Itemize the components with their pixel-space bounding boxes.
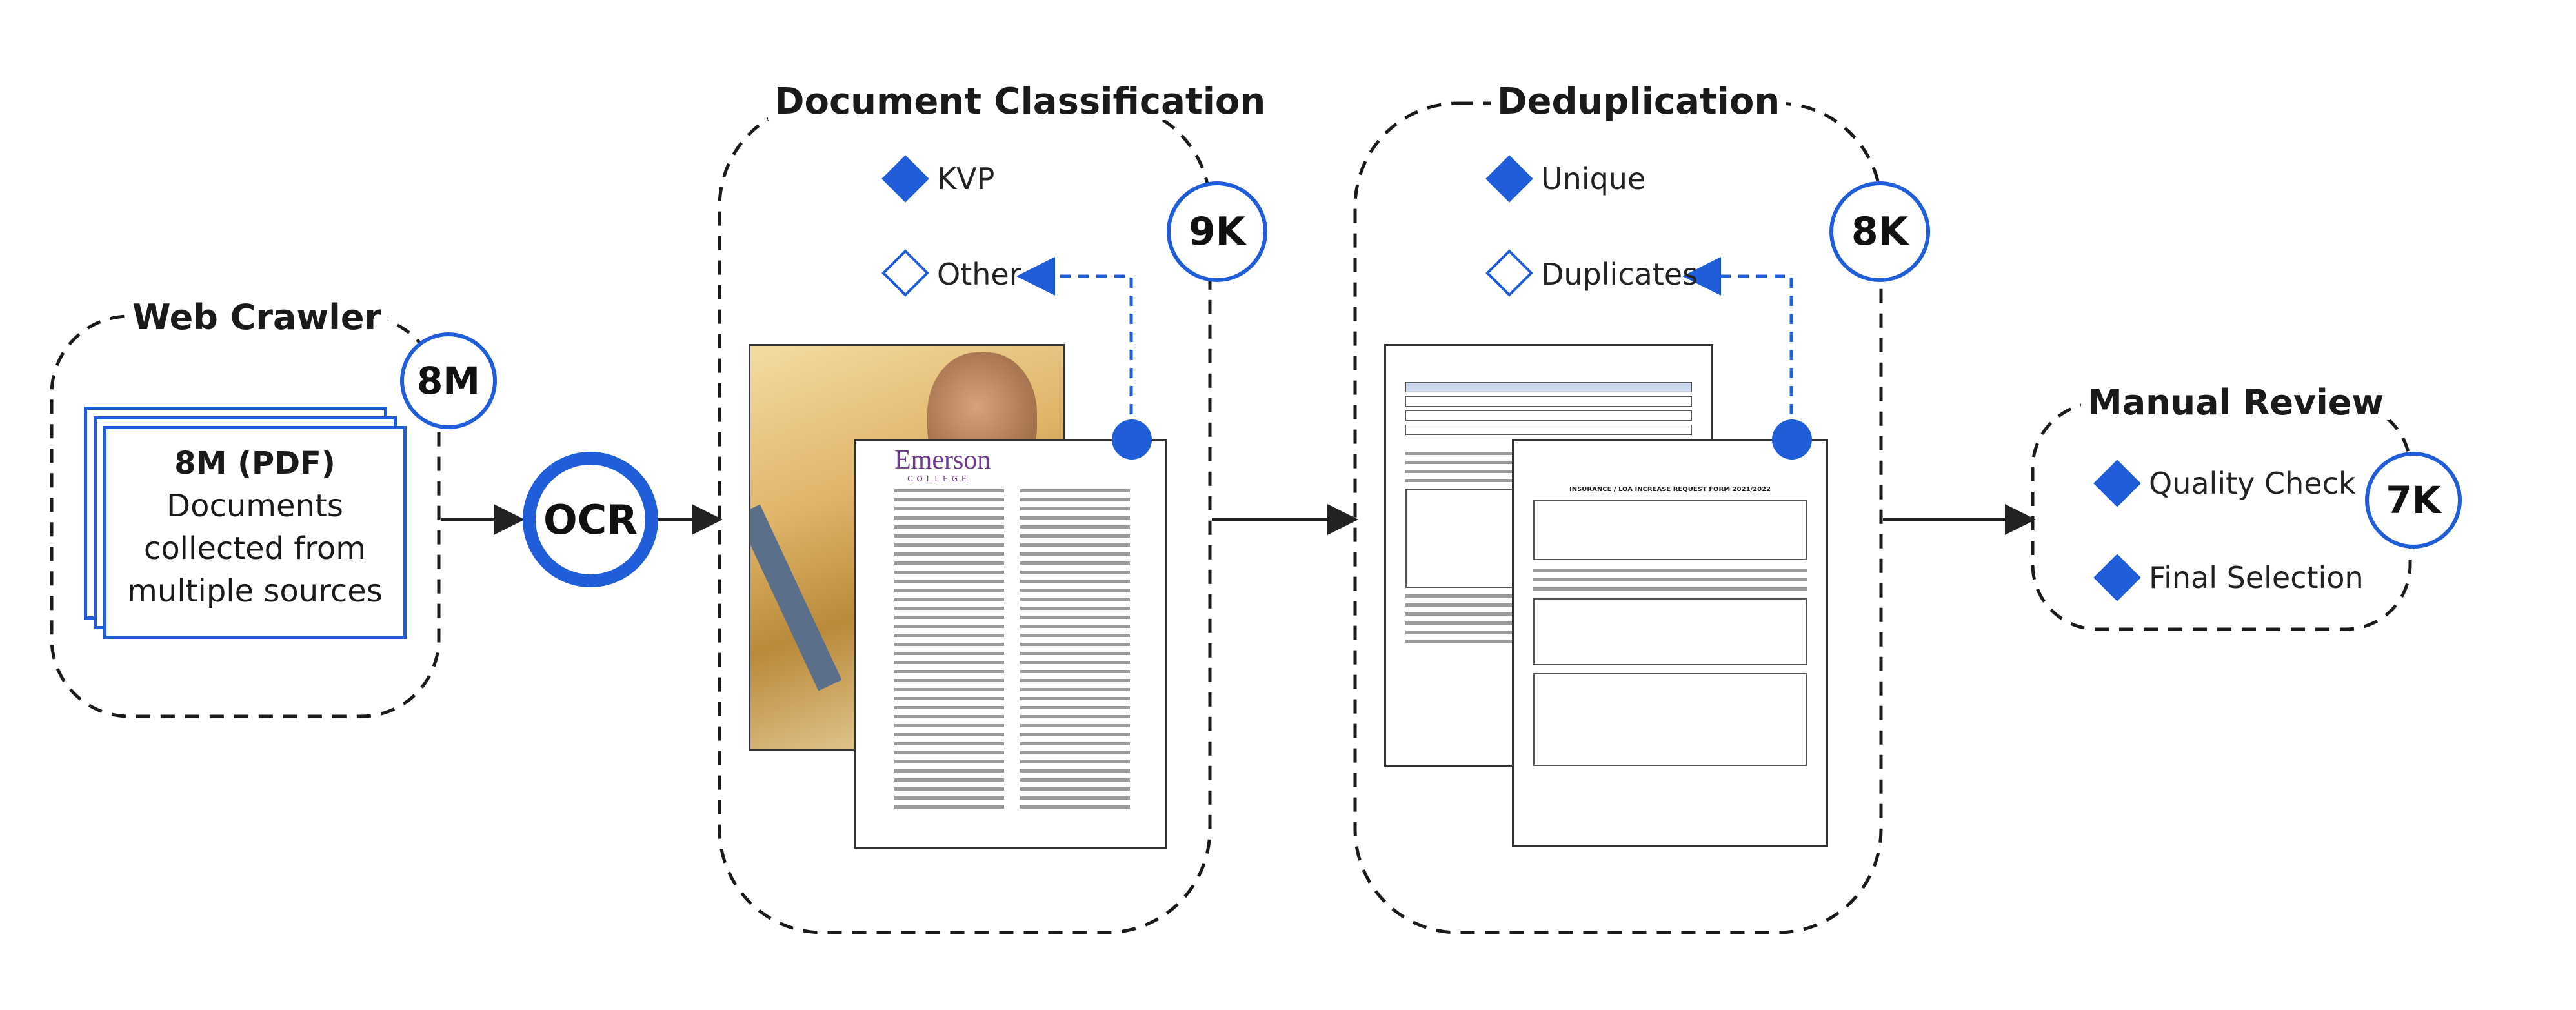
manual-review-count-badge: 7K [2365, 452, 2462, 549]
classification-title: Document Classification [768, 84, 1273, 120]
other-diamond-icon [881, 249, 929, 297]
classification-count-badge: 9K [1167, 181, 1267, 282]
form-document-front: INSURANCE / LOA INCREASE REQUEST FORM 20… [1512, 439, 1828, 847]
final-selection-label: Final Selection [2149, 560, 2364, 595]
quality-check-diamond-icon [2093, 460, 2141, 507]
crawler-count-badge: 8M [400, 332, 497, 429]
unique-diamond-icon [1485, 155, 1533, 203]
arrow-doc-to-duplicates [1682, 257, 1793, 432]
crawler-card-text: 8M (PDF) Documents collected from multip… [103, 442, 407, 612]
quality-check-label: Quality Check [2149, 466, 2356, 501]
unique-label: Unique [1541, 161, 1646, 196]
manual-review-title: Manual Review [2081, 385, 2391, 420]
duplicates-label: Duplicates [1541, 257, 1698, 292]
crawler-card-line-3: multiple sources [127, 573, 383, 609]
article-column-left [894, 489, 1004, 814]
dedup-doc-marker-dot [1772, 419, 1812, 460]
manual-review-container [2031, 401, 2412, 631]
photo-tool-shape [750, 504, 842, 691]
emerson-logo: Emerson [894, 445, 991, 475]
dedup-count-badge: 8K [1829, 181, 1930, 282]
emerson-logo-sub: COLLEGE [907, 474, 971, 483]
final-selection-diamond-icon [2093, 554, 2141, 601]
web-crawler-title: Web Crawler [126, 300, 388, 335]
web-crawler-container [50, 314, 441, 718]
crawler-card-line-2: collected from [143, 530, 367, 567]
classification-doc-marker-dot [1112, 419, 1152, 460]
other-label: Other [937, 257, 1021, 292]
crawler-card-heading: 8M (PDF) [174, 445, 336, 481]
kvp-label: KVP [937, 161, 995, 196]
crawler-card-line-1: Documents [166, 488, 343, 524]
article-column-right [1020, 489, 1130, 814]
document-stack-front [103, 426, 407, 639]
article-document: Emerson COLLEGE [854, 439, 1167, 849]
kvp-diamond-icon [881, 155, 929, 203]
dedup-title: Deduplication [1491, 84, 1787, 120]
duplicates-diamond-icon [1485, 249, 1533, 297]
form-title: INSURANCE / LOA INCREASE REQUEST FORM 20… [1569, 486, 1771, 493]
ocr-node: OCR [523, 452, 658, 587]
